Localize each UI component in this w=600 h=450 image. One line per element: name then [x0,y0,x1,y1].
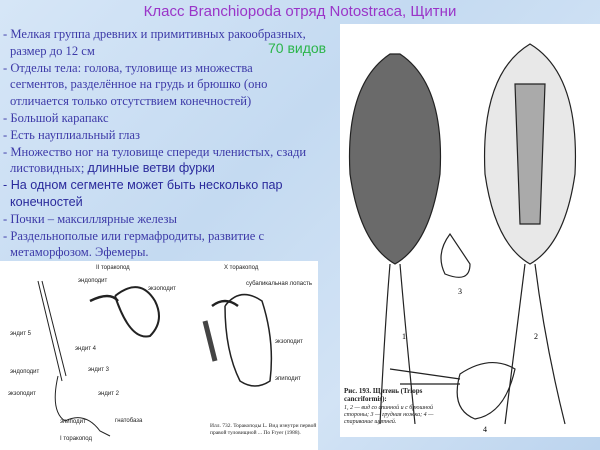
label-endopodit: эндоподит [78,278,108,284]
bullet-8: - Раздельнополые или гермафродиты, разви… [3,228,265,260]
thoracopod-figure: II торакопод X торакопод I торакопод энд… [0,261,318,450]
bullet-5: - Множество ног на туловище спереди член… [3,144,307,176]
bullet-4: - Есть науплиальный глаз [3,127,140,142]
thoracopod-drawing [37,280,273,437]
bullet-list: - Мелкая группа древних и примитивных ра… [3,26,338,261]
figure-number-1: 1 [402,332,406,341]
label-endit-3: эндит 3 [88,367,109,373]
bullet-3: - Большой карапакс [3,110,109,125]
figure-number-2: 2 [534,332,538,341]
triops-figure: 1 2 3 4 Рис. 193. Щитень (Triops cancrif… [340,24,600,437]
figure-number-3: 3 [458,287,462,296]
label-thoracopod-2: II торакопод [96,265,130,271]
bullet-2: - Отделы тела: голова, туловище из множе… [3,60,268,109]
label-epipodit: эпиподит [60,419,86,425]
label-endopodit-2: эндоподит [10,369,40,375]
species-count: 70 видов [268,40,327,56]
label-thoracopod-1: I торакопод [60,436,93,442]
figure-caption-title: Рис. 193. Щитень (Triops cancriformis): [344,387,423,403]
label-epipodit-2: эпиподит [275,376,301,382]
figure-number-4: 4 [483,425,487,434]
label-exopodit-2: экзоподит [8,391,36,397]
bullet-6: - На одном сегменте может быть несколько… [3,178,283,209]
slide-title: Класс Branchiopoda отряд Notostraca, Щит… [143,3,457,20]
label-endit-5: эндит 5 [10,331,31,337]
thoracopod-caption: Илл. 732. Торакоподы L. Вид изнутри перв… [210,423,317,436]
label-endit-2: эндит 2 [98,391,119,397]
label-subapical: субапикальная лопасть [246,281,312,287]
label-exopodit: экзоподит [148,286,176,292]
triops-drawing: 1 2 3 4 [348,43,577,434]
bullet-7: - Почки – максиллярные железы [3,211,177,226]
figure-caption-body: 1, 2 — вид со спинной и с брюшной сторон… [344,405,434,425]
label-thoracopod-10: X торакопод [224,265,259,271]
bullet-1: - Мелкая группа древних и примитивных ра… [3,27,306,58]
label-endit-4: эндит 4 [75,346,96,352]
label-gnatobaza: гнатобаза [115,418,143,424]
label-exopodit-3: экзоподит [275,339,303,345]
